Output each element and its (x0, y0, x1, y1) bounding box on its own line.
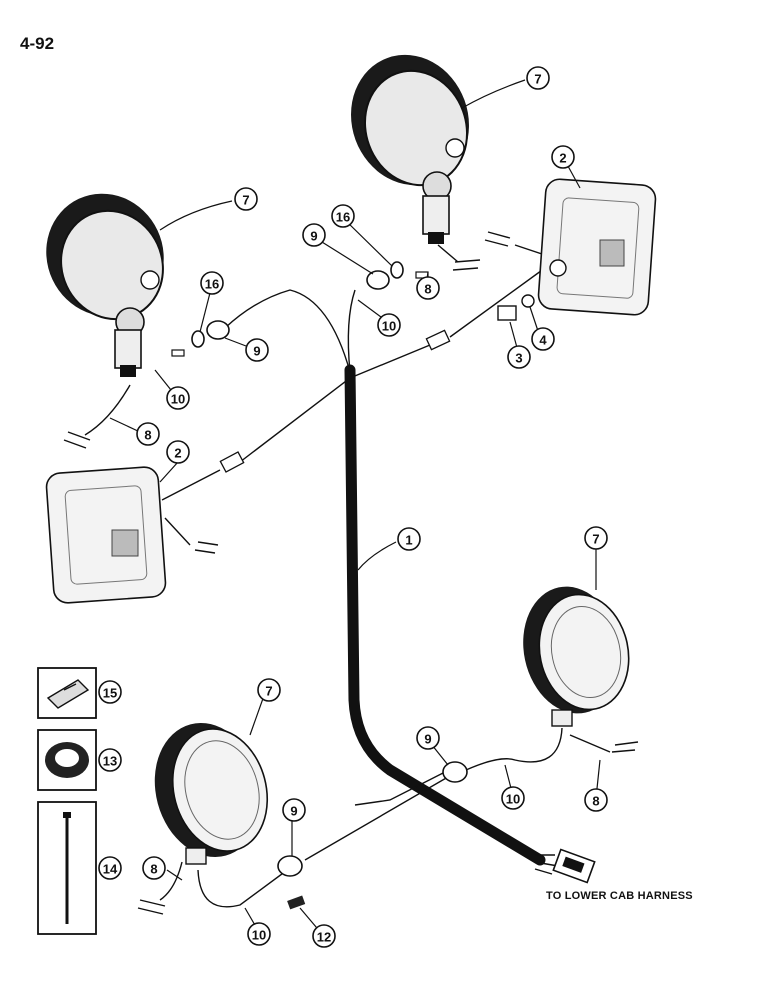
callout-7-upper-center: 7 (526, 66, 550, 90)
callout-1-harness: 1 (397, 527, 421, 551)
svg-text:8: 8 (424, 282, 431, 297)
callout-10-upper-center: 10 (377, 313, 401, 337)
svg-text:7: 7 (265, 684, 272, 699)
svg-text:10: 10 (382, 319, 396, 334)
callout-4-nut: 4 (531, 327, 555, 351)
callout-10-lower-left: 10 (247, 922, 271, 946)
svg-text:13: 13 (103, 754, 117, 769)
svg-text:9: 9 (310, 229, 317, 244)
inset-clip (37, 667, 97, 719)
wires (63, 231, 639, 915)
svg-text:3: 3 (515, 351, 522, 366)
harness-end-connector (534, 848, 596, 884)
main-harness-trunk (344, 364, 546, 866)
harness-note: TO LOWER CAB HARNESS (546, 890, 693, 902)
callout-9-upper-left: 9 (245, 338, 269, 362)
callout-12-part: 12 (312, 924, 336, 948)
svg-text:8: 8 (144, 428, 151, 443)
callout-7-lower-right: 7 (584, 526, 608, 550)
svg-text:10: 10 (252, 928, 266, 943)
svg-text:10: 10 (171, 392, 185, 407)
square-lamp-left (45, 466, 167, 604)
svg-text:9: 9 (253, 344, 260, 359)
svg-text:12: 12 (317, 930, 331, 945)
svg-text:15: 15 (103, 686, 117, 701)
callout-9-upper-center: 9 (302, 223, 326, 247)
svg-text:7: 7 (242, 193, 249, 208)
callout-2-left: 2 (166, 440, 190, 464)
callout-10-upper-left: 10 (166, 386, 190, 410)
square-lamp-right (537, 178, 657, 316)
callout-9-lower-center: 9 (416, 726, 440, 750)
svg-text:8: 8 (592, 794, 599, 809)
svg-text:7: 7 (534, 72, 541, 87)
lamp-lower-left (154, 722, 269, 865)
callout-7-upper-left: 7 (234, 187, 258, 211)
callout-13-grommet: 13 (98, 748, 122, 772)
lamp-upper-left (46, 193, 164, 377)
svg-text:1: 1 (405, 533, 412, 548)
callout-3-bolt: 3 (507, 345, 531, 369)
svg-text:8: 8 (150, 862, 157, 877)
svg-text:9: 9 (424, 732, 431, 747)
svg-text:4: 4 (539, 333, 547, 348)
callout-16-upper-center: 16 (331, 204, 355, 228)
svg-text:16: 16 (336, 210, 350, 225)
callout-8-lower-right: 8 (584, 788, 608, 812)
page-number: 4-92 (20, 34, 55, 53)
small-parts (171, 261, 535, 910)
callout-15-clip: 15 (98, 680, 122, 704)
inset-grommet (37, 729, 97, 791)
callout-16-upper-left: 16 (200, 271, 224, 295)
svg-text:7: 7 (592, 532, 599, 547)
svg-text:10: 10 (506, 792, 520, 807)
callout-2-right: 2 (551, 145, 575, 169)
lamp-lower-right (523, 586, 630, 727)
svg-text:2: 2 (559, 151, 566, 166)
callout-9-lower-left: 9 (282, 798, 306, 822)
callout-7-lower-left: 7 (257, 678, 281, 702)
svg-text:2: 2 (174, 446, 181, 461)
inset-tie (37, 801, 97, 935)
callout-8-upper-center: 8 (416, 276, 440, 300)
svg-text:16: 16 (205, 277, 219, 292)
svg-text:14: 14 (103, 862, 118, 877)
svg-text:9: 9 (290, 804, 297, 819)
callout-14-tie: 14 (98, 856, 122, 880)
callout-8-upper-left: 8 (136, 422, 160, 446)
lamp-upper-center (351, 54, 469, 244)
callout-8-lower-left: 8 (142, 856, 166, 880)
callout-10-lower-right: 10 (501, 786, 525, 810)
